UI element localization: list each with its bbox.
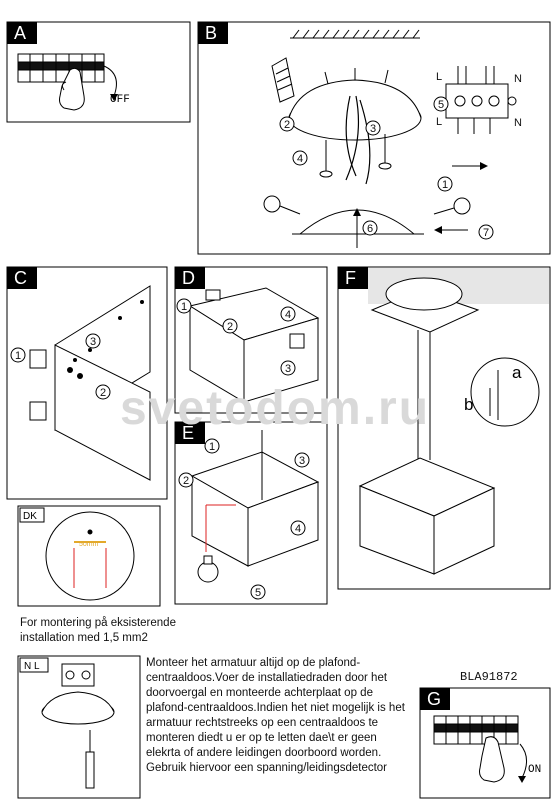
supply-wires [345, 95, 371, 185]
panel-b: B [197, 21, 551, 255]
panel-dk-letter: DK [23, 511, 37, 522]
step-4-e: 4 [295, 523, 301, 535]
terminal-block-icon [445, 66, 509, 134]
hand-icon-g [479, 736, 505, 783]
panel-e-letter: E [182, 423, 194, 443]
earth-icon [507, 96, 517, 106]
step-3-c: 3 [90, 336, 96, 348]
step-1-b: 1 [442, 179, 448, 191]
rotate-down-arrow [103, 65, 117, 97]
dutch-instructions: Monteer het armatuur altijd op de plafon… [146, 657, 405, 774]
wall-plug-icon [271, 57, 295, 103]
panel-d-letter: D [182, 268, 195, 288]
screwdriver-icon [85, 730, 95, 789]
spacing-label: 50mm [79, 541, 99, 548]
step-2-b: 2 [284, 119, 290, 131]
panel-d: D 1 2 4 3 [174, 266, 328, 414]
step-3-b: 3 [370, 123, 376, 135]
bulb-icon [197, 555, 219, 583]
step-7-b: 7 [483, 227, 489, 239]
wire-label-l-bottom: L [436, 116, 442, 128]
label-a: a [512, 363, 522, 382]
panel-dk: DK 50mm [17, 505, 161, 607]
hand-icon [59, 67, 85, 111]
step-4-b: 4 [297, 153, 303, 165]
frame-plates [29, 285, 151, 481]
step-2-e: 2 [183, 475, 189, 487]
panel-c: C 1 2 3 [6, 266, 168, 500]
article-code: BLA91872 [460, 670, 518, 684]
panel-a: A OFF [6, 21, 191, 123]
on-label: ON [528, 764, 541, 776]
step-markers-c [10, 333, 111, 400]
step-markers-e [178, 438, 310, 600]
step-3-d: 3 [285, 363, 291, 375]
step-markers-b [279, 96, 494, 240]
panel-g-letter: G [427, 689, 441, 709]
canopy-f [370, 277, 480, 460]
watermark-text: svetodom.ru [120, 382, 430, 435]
ceiling-canopy [288, 68, 422, 141]
bolt-icon [263, 195, 471, 215]
danish-note: For montering på eksisterende installati… [20, 617, 176, 644]
step-3-e: 3 [299, 455, 305, 467]
panel-g: G ON [419, 687, 551, 799]
step-1-c: 1 [15, 350, 21, 362]
step-2-c: 2 [100, 387, 106, 399]
mounting-plate-dk [45, 511, 135, 601]
hanging-box-f [358, 457, 496, 575]
panel-f: F a b [337, 266, 551, 590]
panel-e: E 1 2 3 4 5 [174, 421, 328, 605]
label-b: b [464, 395, 473, 414]
step-4-d: 4 [285, 309, 291, 321]
step-5-b: 5 [438, 99, 444, 111]
junction-box-icon [41, 663, 115, 725]
panel-c-letter: C [14, 268, 27, 288]
panel-a-letter: A [14, 23, 26, 43]
breaker-strip-icon [17, 53, 105, 83]
screw-icon [319, 134, 392, 178]
ceiling-hatch [290, 29, 420, 39]
breaker-strip-icon-g [433, 715, 519, 745]
step-1-d: 1 [181, 301, 187, 313]
step-1-e: 1 [209, 441, 215, 453]
panel-nl: N L [17, 655, 141, 799]
lamp-box-d [188, 287, 320, 403]
wire-label-l-top: L [436, 71, 442, 83]
panel-f-letter: F [345, 268, 356, 288]
zoom-detail [470, 357, 540, 427]
panel-nl-letter: N L [24, 661, 40, 672]
step-2-d: 2 [227, 321, 233, 333]
wire-label-n-top: N [514, 73, 522, 85]
panel-b-letter: B [205, 23, 217, 43]
step-markers-d [176, 298, 296, 376]
off-label: OFF [110, 94, 130, 106]
step-6-b: 6 [367, 223, 373, 235]
lamp-box-e [190, 430, 320, 567]
wire-label-n-bottom: N [514, 117, 522, 129]
step-5-e: 5 [255, 587, 261, 599]
